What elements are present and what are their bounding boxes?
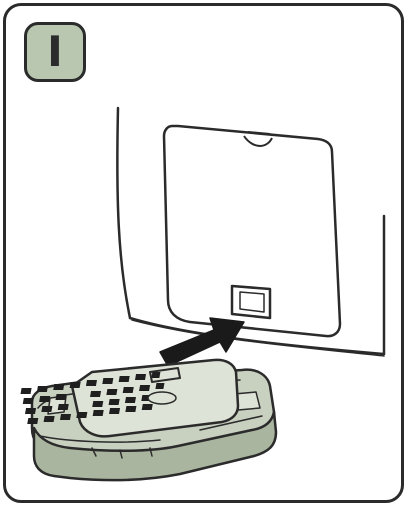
insert-arrow-icon [160, 318, 244, 366]
tray-slot-icon [232, 286, 270, 318]
drip-tray-icon [21, 360, 276, 480]
grate-center-oval [148, 392, 176, 404]
